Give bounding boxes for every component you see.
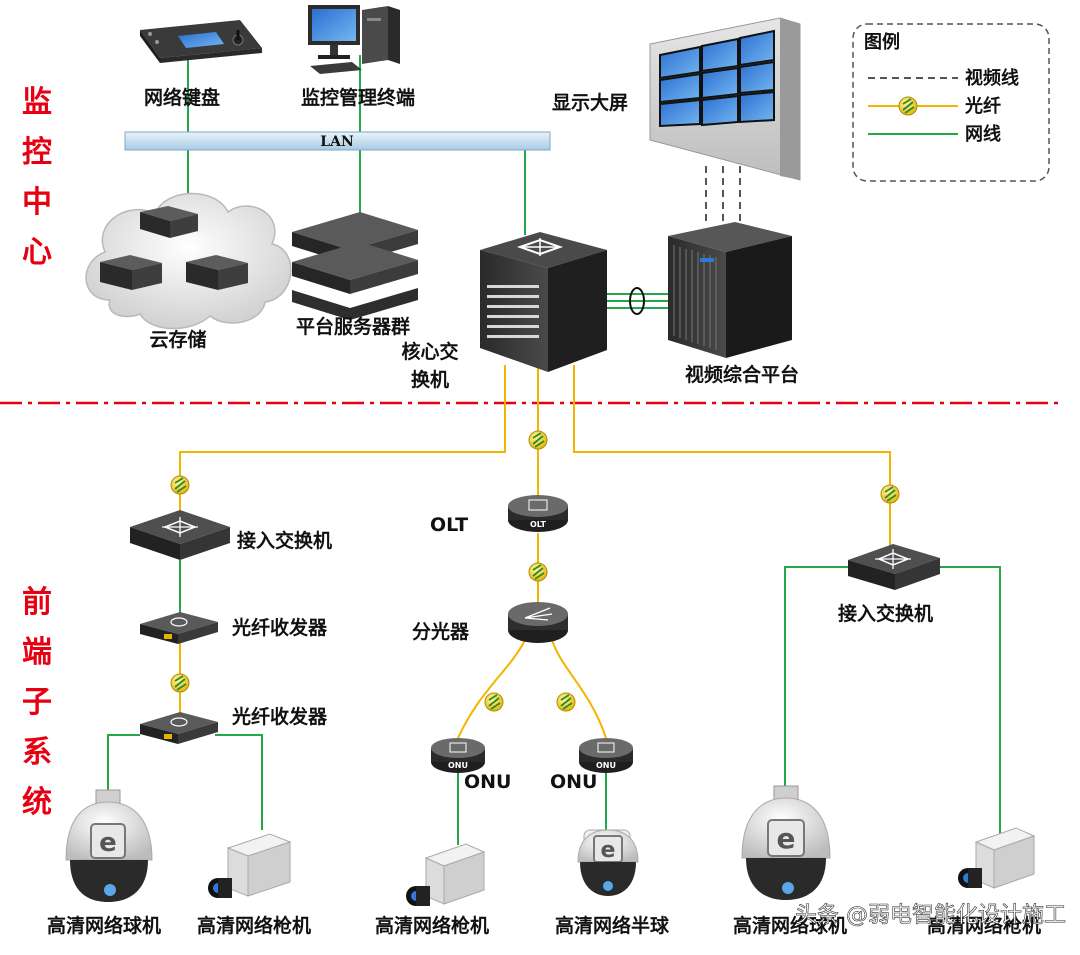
onu-right-device: ONU [579,738,633,773]
fiber-markers [170,430,900,712]
bullet3-link [935,566,1001,835]
monitoring-terminal-device [308,5,400,74]
dome-camera-1-label: 高清网络球机 [47,914,161,937]
fiber-marker [880,484,900,504]
zone-char: 控 [22,135,52,170]
bullet-camera-3-label: 高清网络枪机 [927,914,1041,937]
server-cluster-device [292,212,418,320]
fiber-core-right [573,365,891,548]
legend-title: 图例 [864,31,900,53]
olt-badge: OLT [530,520,547,529]
fiber-splitter-onu-right [551,639,607,739]
core-switch-label: 核心交 换机 [401,340,458,391]
onu-right-badge: ONU [596,761,616,770]
dome-camera-1-device: e [65,789,153,902]
fiber-marker [528,430,548,450]
bullet-camera-2-device [406,843,486,906]
fiber-marker [556,692,576,712]
dome2-link [784,566,852,790]
half-dome-camera-device: e [577,829,639,896]
camera-logo-icon: e [99,828,117,858]
fiber-marker [170,475,190,495]
olt-label: OLT [430,514,468,536]
bullet-camera-1-device [208,833,292,898]
video-platform-slots [673,245,717,350]
legend-box: 图例 视频线 光纤 网线 [852,23,1050,182]
server-cluster-label: 平台服务器群 [296,315,410,338]
olt-device: OLT [508,495,568,532]
splitter-label: 分光器 [412,620,470,643]
lan-bus: LAN [124,131,551,151]
camera-logo-icon: e [777,822,796,855]
watermark-text: 头条 @弱电智能化设计施工 [795,903,1066,928]
fiber-marker [528,562,548,582]
zone-char: 子 [22,685,52,720]
access-switch-right-device [848,544,940,590]
zone-char: 前 [22,585,52,620]
display-wall-label: 显示大屏 [552,91,628,114]
zone-char: 统 [22,785,52,820]
storage-box [186,255,248,290]
access-switch-right-label: 接入交换机 [838,602,933,625]
zone-char: 端 [22,635,52,670]
bullet-camera-3-device [958,827,1036,889]
display-wall-device [649,17,801,181]
core-switch-label-line: 换机 [411,368,449,391]
cloud-storage-label: 云存储 [149,328,206,351]
transceiver-2-device [140,712,218,744]
legend-fiber-marker [898,96,918,116]
core-switch-label-line: 核心交 [401,340,458,363]
core-switch-ports [487,285,539,338]
zone-char: 监 [22,85,52,120]
legend-network-line-label: 网线 [965,123,1001,145]
network-keyboard-device [140,20,262,63]
half-dome-camera-label: 高清网络半球 [555,914,670,937]
zone-label-frontend-subsystem: 前 端 子 系 统 [22,585,52,820]
link-bundle-ring [629,287,645,315]
cloud-storage-device [85,192,292,330]
access-switch-left-device [130,510,230,560]
core-platform-link [607,293,668,309]
fiber-marker [170,673,190,693]
access-switch-left-label: 接入交换机 [237,529,332,552]
bullet-camera-2-label: 高清网络枪机 [375,914,489,937]
fiber-core-left [179,365,506,510]
video-platform-device [668,222,792,358]
monitoring-terminal-label: 监控管理终端 [301,86,415,109]
zone-char: 系 [22,735,52,770]
camera-logo-icon: e [601,838,616,863]
network-keyboard-label: 网络键盘 [144,86,220,109]
transceiver-1-device [140,612,218,644]
onu-left-device: ONU [431,738,485,773]
fiber-marker [484,692,504,712]
video-platform-label: 视频综合平台 [685,363,799,386]
dome1-link [107,734,140,795]
dome-camera-2-label: 高清网络球机 [733,914,847,937]
fiber-splitter-onu-left [457,639,526,739]
zone-label-monitor-center: 监 控 中 心 [22,85,52,270]
storage-box [140,206,198,238]
video-wall-links [705,166,741,226]
transceiver-1-label: 光纤收发器 [231,616,328,639]
core-switch-device [480,232,607,372]
legend-video-line-label: 视频线 [965,67,1019,89]
legend-fiber-label: 光纤 [964,95,1001,117]
onu-left-label: ONU [464,771,511,793]
dome-camera-2-device: e [741,785,831,900]
bullet1-link [215,734,263,830]
lan-label: LAN [320,134,354,150]
storage-box [100,255,162,290]
onu-right-label: ONU [550,771,597,793]
display-wall-screens [659,29,775,128]
onu-left-badge: ONU [448,761,468,770]
zone-char: 心 [22,235,52,270]
splitter-device [508,602,568,643]
bullet-camera-1-label: 高清网络枪机 [197,914,311,937]
zone-char: 中 [22,185,52,220]
transceiver-2-label: 光纤收发器 [231,705,328,728]
